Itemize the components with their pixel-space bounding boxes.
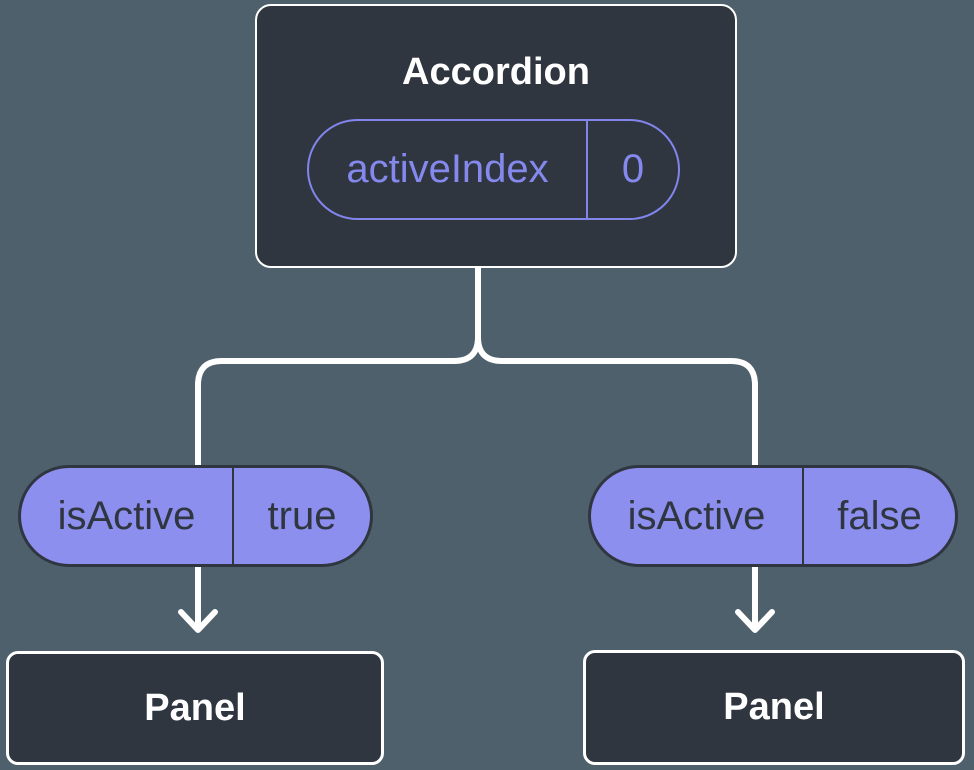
panel-node-right: Panel: [583, 650, 965, 765]
accordion-node: Accordion activeIndex 0: [255, 4, 737, 268]
is-active-false-pill: isActive false: [588, 465, 958, 567]
arrow-down-left-icon: [178, 609, 218, 633]
prop-pill-divider: [586, 121, 588, 218]
panel-node-title: Panel: [723, 686, 825, 728]
branch-line-left: [195, 266, 481, 626]
prop-name-label: activeIndex: [346, 147, 549, 191]
accordion-node-title: Accordion: [402, 51, 590, 93]
branch-line-right: [475, 266, 758, 626]
prop-name-label: isActive: [57, 493, 196, 538]
arrow-down-right-icon: [735, 609, 775, 633]
panel-node-title: Panel: [144, 686, 246, 729]
prop-value-label: true: [267, 493, 337, 538]
panel-node-left: Panel: [6, 651, 384, 765]
prop-name-label: isActive: [627, 493, 766, 538]
prop-value-label: false: [837, 493, 922, 538]
prop-pill-divider: [802, 468, 804, 564]
is-active-true-pill: isActive true: [18, 465, 373, 567]
prop-value-label: 0: [621, 147, 645, 191]
prop-pill-divider: [232, 468, 234, 564]
active-index-prop-pill: activeIndex 0: [307, 119, 680, 220]
